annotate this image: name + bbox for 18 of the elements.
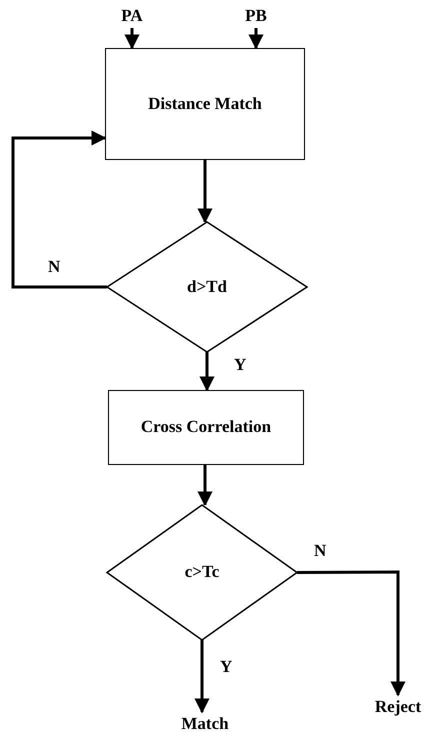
arrow xyxy=(12,130,107,288)
arrow xyxy=(124,28,140,50)
arrow xyxy=(248,28,264,50)
node-text: Cross Correlation xyxy=(140,416,272,438)
arrow xyxy=(297,570,406,696)
arrow xyxy=(200,352,214,392)
flow-label: Match xyxy=(181,714,229,734)
process-box xyxy=(105,48,305,160)
node-text: c>Tc xyxy=(184,561,220,584)
node-text: Distance Match xyxy=(148,92,262,115)
flow-label: PB xyxy=(245,6,267,26)
node-text: d>Td xyxy=(187,276,227,298)
flow-label: Reject xyxy=(374,696,422,718)
flow-label: PA xyxy=(121,6,143,26)
arrow xyxy=(194,640,210,714)
arrow xyxy=(198,160,212,224)
process-box xyxy=(108,390,304,465)
arrow xyxy=(198,465,212,506)
